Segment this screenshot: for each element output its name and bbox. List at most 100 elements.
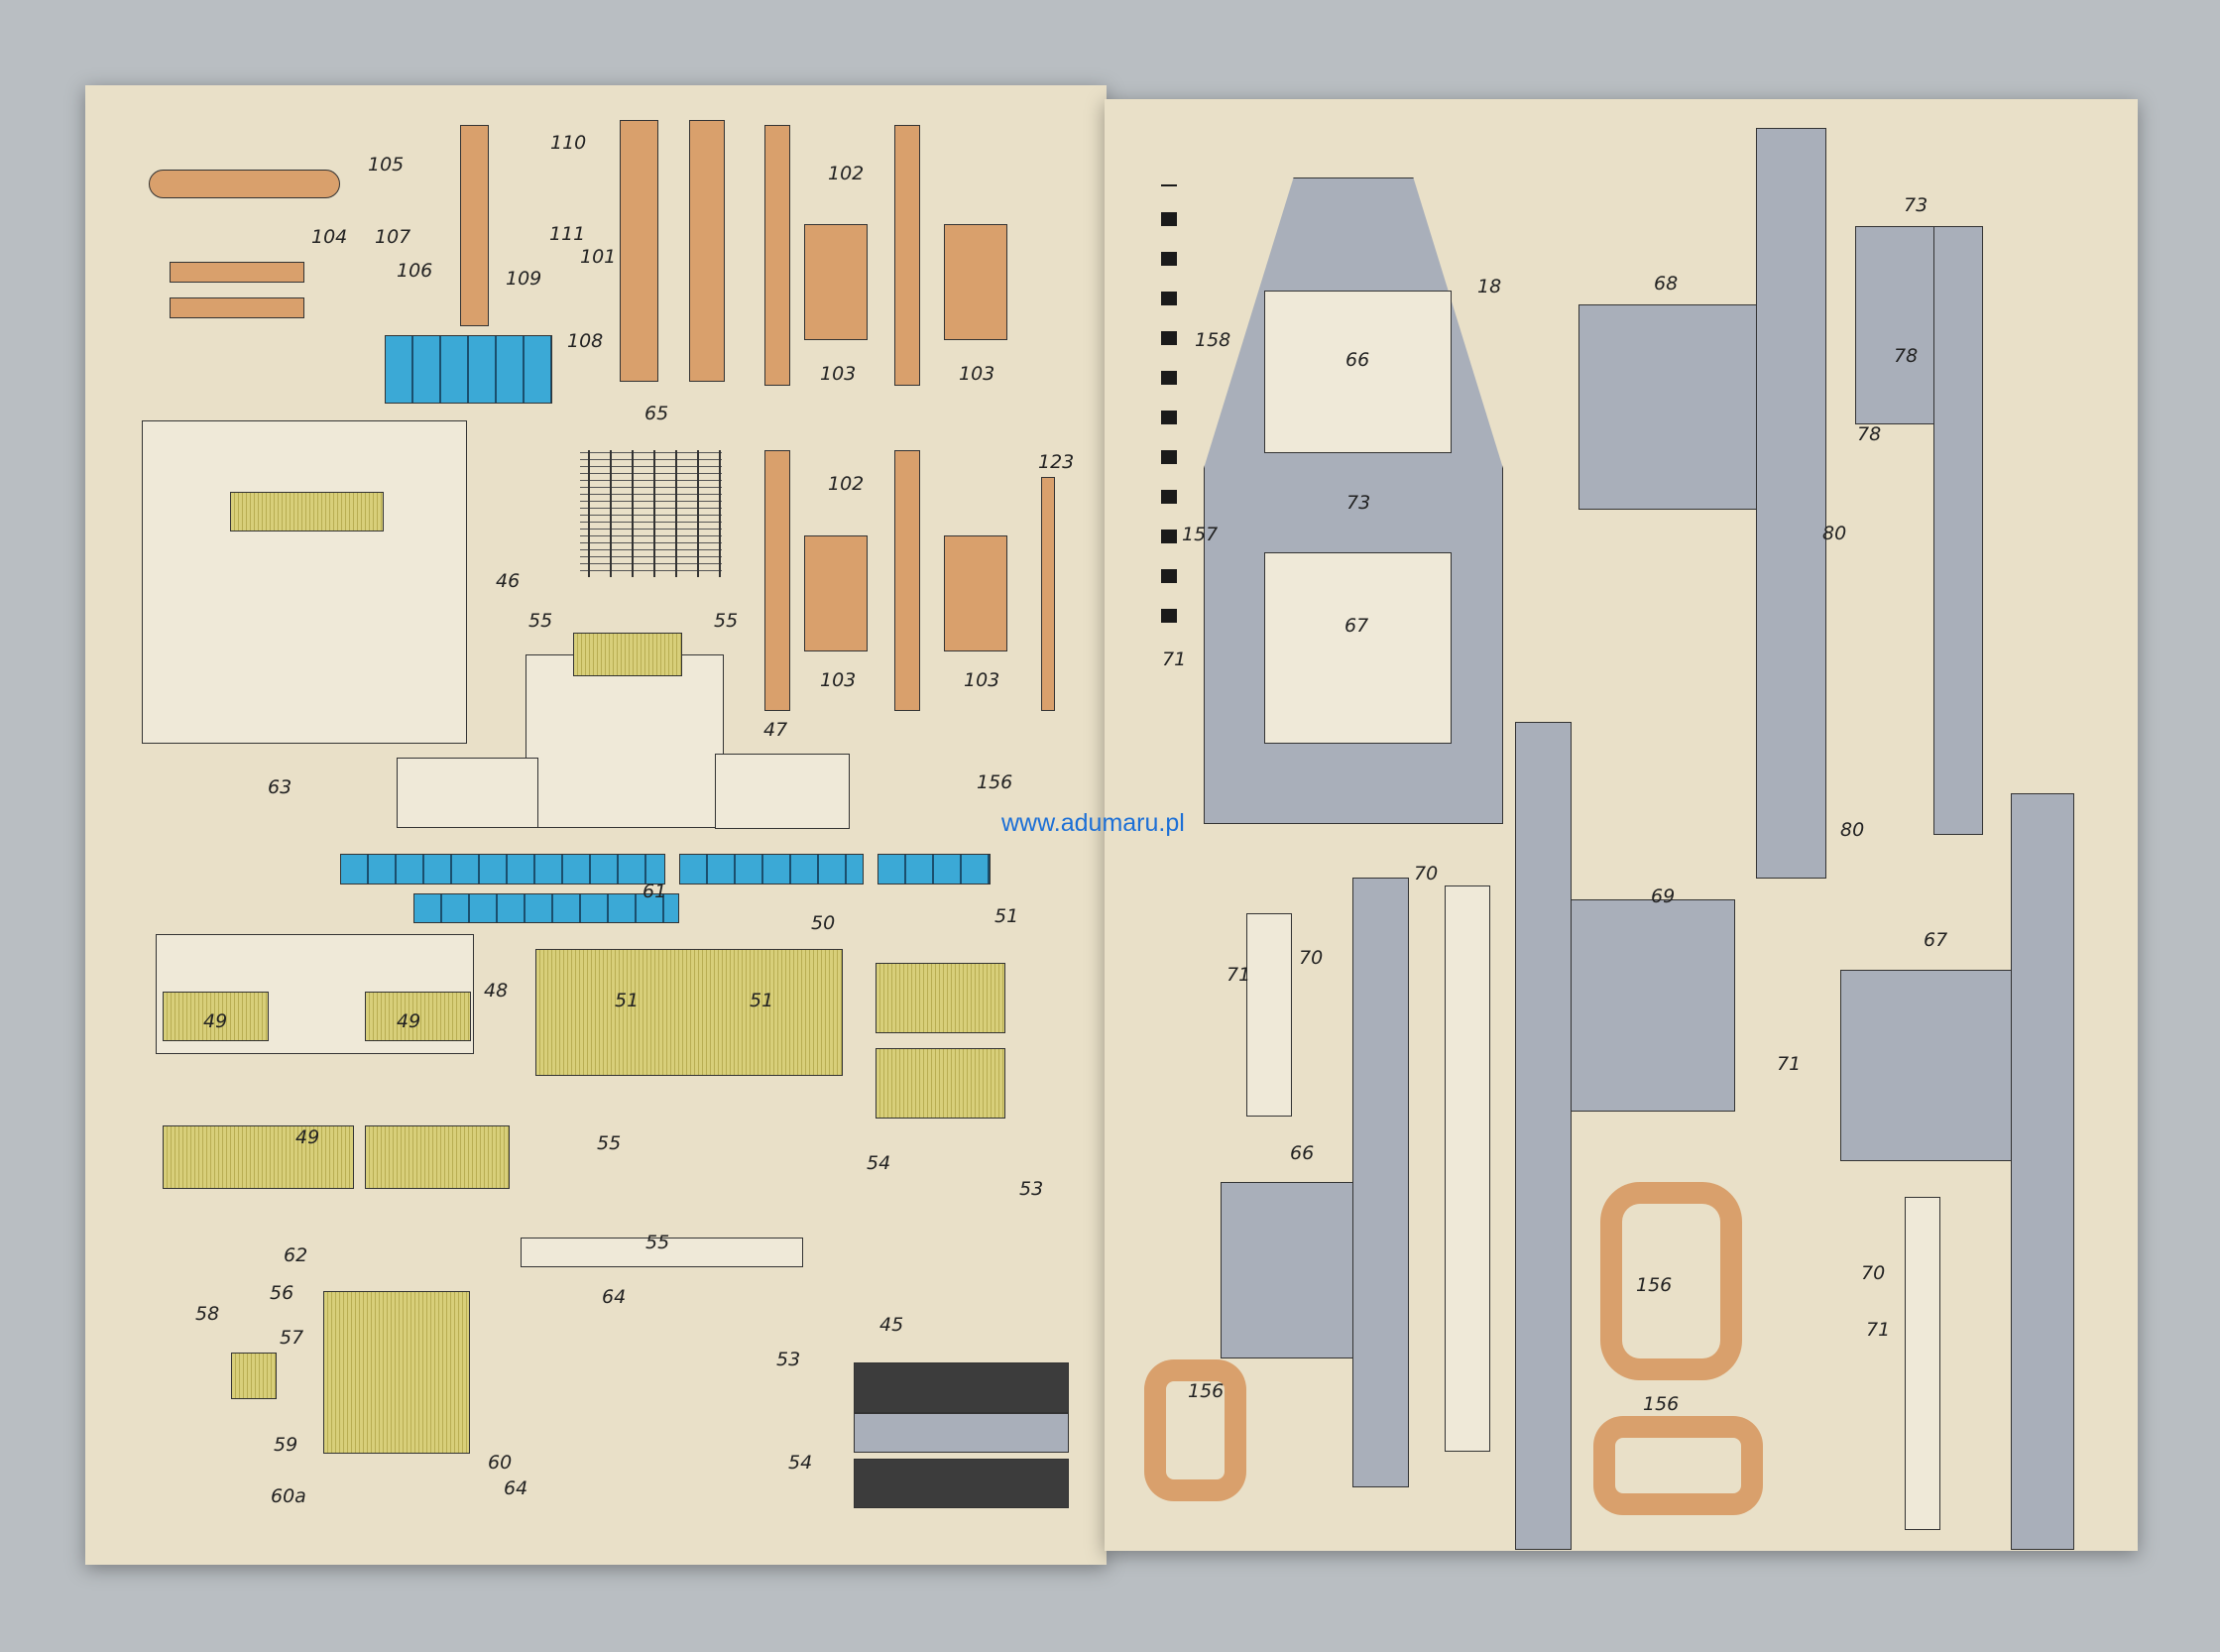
label: 123 bbox=[1038, 451, 1075, 473]
watermark[interactable]: www.adumaru.pl bbox=[1001, 809, 1185, 837]
label: 109 bbox=[506, 268, 542, 290]
part-61b bbox=[679, 854, 864, 885]
part-66-strip bbox=[1352, 878, 1409, 1487]
label: 61 bbox=[643, 881, 667, 902]
part-68 bbox=[1578, 304, 1770, 510]
part-66-panel bbox=[1264, 291, 1452, 453]
part-68-strip bbox=[1756, 128, 1826, 879]
label: 54 bbox=[867, 1152, 891, 1174]
label: 60a bbox=[271, 1485, 306, 1507]
part-156b bbox=[1593, 1416, 1763, 1515]
part-45a bbox=[854, 1362, 1069, 1413]
part-45c bbox=[854, 1459, 1069, 1508]
label: 67 bbox=[1344, 615, 1369, 637]
part-67 bbox=[1840, 970, 2039, 1161]
part-56 bbox=[323, 1291, 470, 1454]
part-45b bbox=[854, 1413, 1069, 1453]
part-57 bbox=[231, 1353, 277, 1399]
label: 50 bbox=[811, 912, 836, 934]
label: 51 bbox=[994, 905, 1019, 927]
label: 103 bbox=[820, 669, 857, 691]
part-70c bbox=[1905, 1197, 1940, 1530]
label: 103 bbox=[964, 669, 1000, 691]
part-50 bbox=[535, 949, 843, 1076]
label: 66 bbox=[1345, 349, 1370, 371]
label: 69 bbox=[1651, 885, 1676, 907]
label: 103 bbox=[820, 363, 857, 385]
part-70b bbox=[1246, 913, 1292, 1117]
label: 111 bbox=[549, 223, 586, 245]
part-158 bbox=[1161, 184, 1177, 623]
label: 71 bbox=[1866, 1319, 1891, 1341]
label: 58 bbox=[195, 1303, 220, 1325]
part-103a bbox=[804, 224, 868, 340]
part-67-panel bbox=[1264, 552, 1452, 744]
label: 106 bbox=[397, 260, 433, 282]
part-102d bbox=[894, 450, 920, 711]
label: 156 bbox=[1188, 1380, 1225, 1402]
part-46 bbox=[142, 420, 467, 744]
part-102b bbox=[894, 125, 920, 386]
label: 156 bbox=[1643, 1393, 1680, 1415]
label: 102 bbox=[828, 163, 865, 184]
label: 71 bbox=[1162, 649, 1187, 670]
label: 67 bbox=[1924, 929, 1948, 951]
part-61d bbox=[413, 893, 679, 923]
label: 78 bbox=[1894, 345, 1919, 367]
part-61c bbox=[877, 854, 991, 885]
part-49b bbox=[365, 992, 471, 1041]
label: 101 bbox=[580, 246, 617, 268]
part-49c bbox=[163, 1125, 354, 1189]
label: 47 bbox=[763, 719, 788, 741]
part-55-center bbox=[573, 633, 682, 676]
label: 49 bbox=[203, 1010, 228, 1032]
label: 59 bbox=[274, 1434, 298, 1456]
part-73 bbox=[1855, 226, 1934, 424]
label: 71 bbox=[1777, 1053, 1802, 1075]
part-66 bbox=[1221, 1182, 1366, 1358]
label: 54 bbox=[788, 1452, 813, 1474]
label: 73 bbox=[1904, 194, 1928, 216]
part-46-windows bbox=[230, 492, 384, 531]
label: 53 bbox=[1019, 1178, 1044, 1200]
part-73-strip bbox=[1933, 226, 1983, 835]
label: 60 bbox=[488, 1452, 513, 1474]
label: 51 bbox=[615, 990, 640, 1011]
part-69-strip bbox=[1515, 722, 1572, 1550]
label: 55 bbox=[597, 1132, 622, 1154]
label: 57 bbox=[280, 1327, 304, 1349]
part-47a bbox=[397, 758, 538, 828]
part-109 bbox=[460, 125, 489, 326]
label: 103 bbox=[959, 363, 995, 385]
part-123 bbox=[1041, 477, 1055, 711]
label: 80 bbox=[1840, 819, 1865, 841]
part-49a bbox=[163, 992, 269, 1041]
label: 49 bbox=[397, 1010, 421, 1032]
label: 107 bbox=[375, 226, 411, 248]
label: 64 bbox=[504, 1477, 528, 1499]
label: 18 bbox=[1477, 276, 1502, 297]
label: 46 bbox=[496, 570, 521, 592]
label: 78 bbox=[1857, 423, 1882, 445]
part-103d bbox=[944, 535, 1007, 651]
part-69 bbox=[1551, 899, 1735, 1112]
part-104a bbox=[170, 262, 304, 283]
label: 65 bbox=[644, 403, 669, 424]
part-108 bbox=[385, 335, 552, 404]
part-102c bbox=[764, 450, 790, 711]
part-103b bbox=[944, 224, 1007, 340]
label: 55 bbox=[714, 610, 739, 632]
part-101a bbox=[620, 120, 658, 382]
part-49d bbox=[365, 1125, 510, 1189]
label: 104 bbox=[311, 226, 348, 248]
label: 156 bbox=[1636, 1274, 1673, 1296]
label: 68 bbox=[1654, 273, 1679, 295]
part-105 bbox=[149, 170, 340, 198]
label: 48 bbox=[484, 980, 509, 1002]
label: 70 bbox=[1414, 863, 1439, 885]
label: 110 bbox=[550, 132, 587, 154]
label: 102 bbox=[828, 473, 865, 495]
label: 73 bbox=[1346, 492, 1371, 514]
label: 56 bbox=[270, 1282, 294, 1304]
label: 105 bbox=[368, 154, 405, 176]
